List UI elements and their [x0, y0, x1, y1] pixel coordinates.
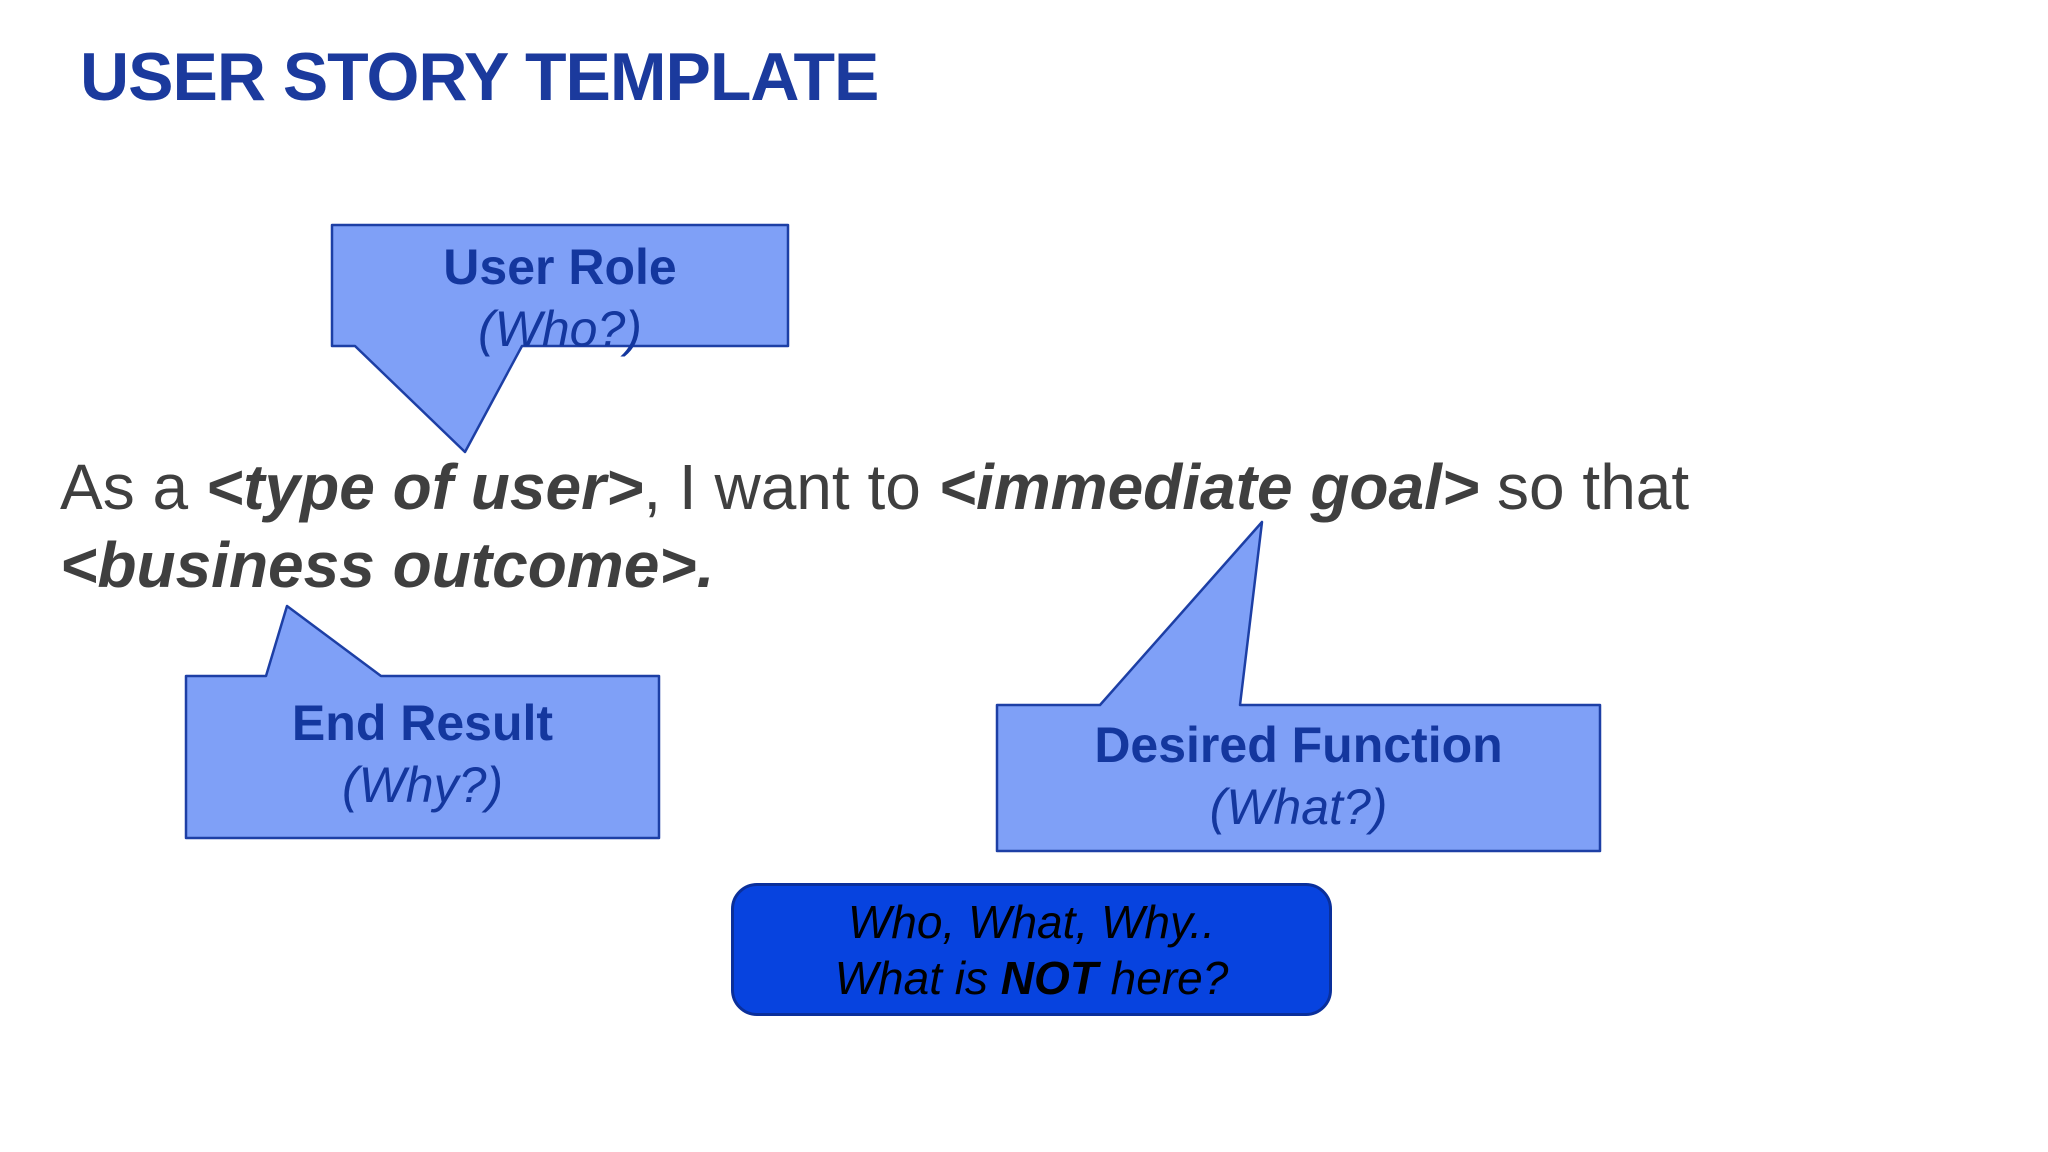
- note-line-1: Who, What, Why..: [847, 895, 1216, 948]
- user-story-sentence: As a <type of user>, I want to <immediat…: [60, 451, 1690, 601]
- end-result-callout-shape: [184, 604, 661, 840]
- desired-function-label: Desired Function: [1094, 717, 1503, 773]
- user-role-callout-shape: [330, 223, 790, 454]
- end-result-label: End Result: [291, 695, 554, 751]
- note-box: Who, What, Why.. What is NOT here?: [731, 883, 1332, 1016]
- desired-function-question: (What?): [1209, 779, 1388, 835]
- page-title: USER STORY TEMPLATE: [80, 39, 879, 115]
- user-role-label: User Role: [443, 239, 677, 295]
- user-role-callout: User Role (Who?): [332, 236, 788, 360]
- desired-function-callout: Desired Function (What?): [997, 714, 1600, 838]
- end-result-question: (Why?): [341, 757, 504, 813]
- desired-function-callout-shape: [995, 520, 1602, 853]
- end-result-callout: End Result (Why?): [186, 692, 659, 816]
- user-role-question: (Who?): [478, 301, 642, 357]
- note-line-2: What is NOT here?: [834, 951, 1229, 1004]
